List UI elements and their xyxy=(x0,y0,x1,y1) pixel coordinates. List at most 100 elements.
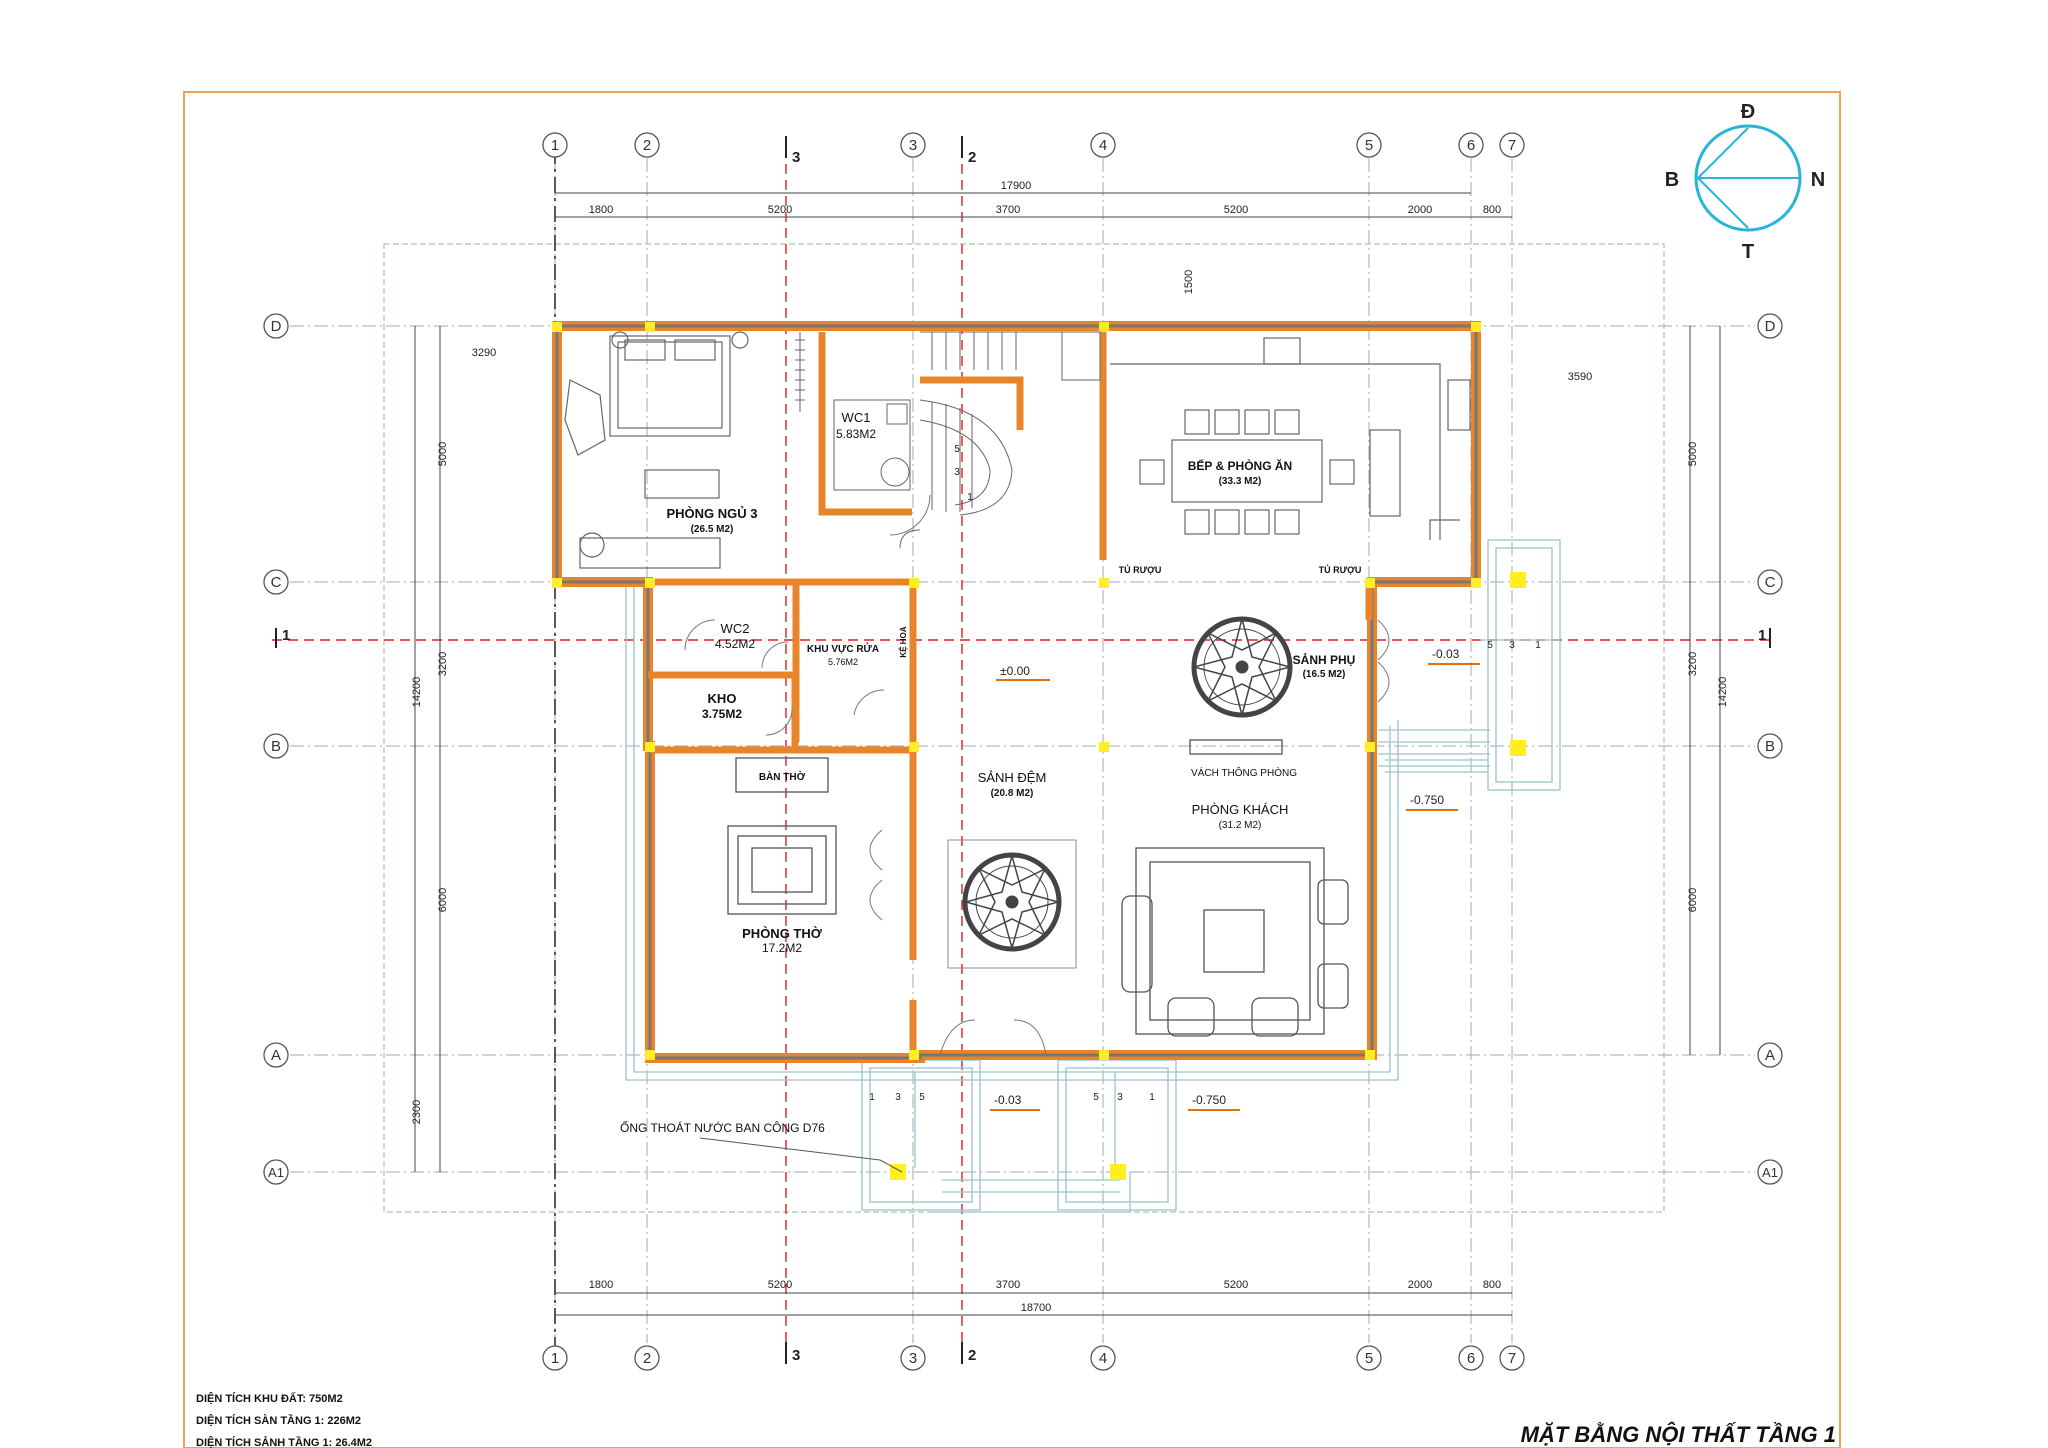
label-storage: KHO xyxy=(708,691,737,706)
section-markers: 3 2 3 2 1 1 xyxy=(275,136,1771,1364)
area-worship: 17.2M2 xyxy=(762,941,802,955)
dim-left-3: 6000 xyxy=(437,888,449,912)
compass-left: B xyxy=(1665,169,1679,191)
grid-bubbles xyxy=(263,132,1783,1371)
compass-bottom: T xyxy=(1742,241,1754,263)
label-vent-wall: VÁCH THÔNG PHÒNG xyxy=(1191,766,1297,779)
grid-col-7-top: 7 xyxy=(1508,137,1516,154)
label-flower-shelf: KỆ HOA xyxy=(899,626,908,657)
grid-row-c-left: C xyxy=(271,574,282,591)
compass-top: Đ xyxy=(1741,101,1755,123)
area-kitchen: (33.3 M2) xyxy=(1219,476,1262,487)
grid-col-5-bottom: 5 xyxy=(1365,1350,1373,1367)
grid-col-7-bottom: 7 xyxy=(1508,1350,1516,1367)
area-lobby: (20.8 M2) xyxy=(991,788,1034,799)
dim-left-total: 14200 xyxy=(411,677,423,708)
stair-main-3: 3 xyxy=(954,467,960,478)
dim-top-6: 800 xyxy=(1483,204,1501,216)
label-wc1: WC1 xyxy=(842,410,871,425)
dining-furniture xyxy=(1110,337,1471,540)
dim-top-1: 1800 xyxy=(589,204,613,216)
grid-row-a1-left: A1 xyxy=(268,1165,284,1180)
dim-bottom-2: 5200 xyxy=(768,1279,792,1291)
grid-labels: 1 2 3 4 5 6 7 1 2 3 4 5 6 7 D C B A A1 D… xyxy=(268,137,1778,1367)
stair-numbers: 5 3 1 5 3 1 1 3 5 5 3 1 xyxy=(869,444,1541,1103)
dim-bottom-5: 2000 xyxy=(1408,1279,1432,1291)
drain-note: ỐNG THOÁT NƯỚC BAN CÔNG D76 xyxy=(620,1120,825,1135)
label-wash: KHU VỰC RỬA xyxy=(807,642,879,655)
label-wine-cabinet-1: TỦ RƯỢU xyxy=(1119,564,1162,575)
stair-and-wc1 xyxy=(795,331,1101,549)
dim-bottom-total: 18700 xyxy=(1021,1302,1052,1314)
dim-right-total: 14200 xyxy=(1717,677,1729,708)
drain-leader xyxy=(699,1137,903,1173)
grid-row-b-right: B xyxy=(1765,738,1775,755)
dimension-lines xyxy=(414,192,1721,1316)
side-lobby-rosette xyxy=(1191,616,1293,718)
dim-bottom-6: 800 xyxy=(1483,1279,1501,1291)
living-furniture xyxy=(1121,739,1349,1037)
grid-row-a1-right: A1 xyxy=(1762,1165,1778,1180)
label-worship: PHÒNG THỜ xyxy=(742,926,823,941)
level-markers: ±0.00 -0.03 -0.750 -0.03 -0.750 xyxy=(990,647,1480,1111)
column-markers xyxy=(552,322,1526,1180)
site-info: DIỆN TÍCH KHU ĐẤT: 750M2 DIỆN TÍCH SÀN T… xyxy=(196,1392,372,1448)
grid-col-5-top: 5 xyxy=(1365,137,1373,154)
section-mark-3-top: 3 xyxy=(792,149,800,166)
doors xyxy=(684,494,1390,1056)
dim-offset-left: 3290 xyxy=(472,347,496,359)
section-mark-2-top: 2 xyxy=(968,149,976,166)
grid-row-d-right: D xyxy=(1765,318,1776,335)
interior-walls xyxy=(648,332,1373,1055)
grid-col-3-bottom: 3 xyxy=(909,1350,917,1367)
label-lobby: SẢNH ĐỆM xyxy=(978,770,1047,785)
level-side-ground: -0.750 xyxy=(1410,793,1444,807)
drawing-frame xyxy=(183,91,1841,1448)
grid-row-a-right: A xyxy=(1765,1047,1775,1064)
grid-col-2-bottom: 2 xyxy=(643,1350,651,1367)
dim-bottom-1: 1800 xyxy=(589,1279,613,1291)
area-storage: 3.75M2 xyxy=(702,707,742,721)
grid-col-6-bottom: 6 xyxy=(1467,1350,1475,1367)
level-front-ground: -0.750 xyxy=(1192,1093,1226,1107)
worship-furniture xyxy=(727,757,837,915)
site-boundary xyxy=(383,243,1665,1213)
grid-row-a-left: A xyxy=(271,1047,281,1064)
stair-front-right-3: 3 xyxy=(1117,1092,1123,1103)
grid-col-1-bottom: 1 xyxy=(551,1350,559,1367)
grid-col-3-top: 3 xyxy=(909,137,917,154)
compass: Đ B N T xyxy=(1665,101,1825,263)
section-mark-1-left: 1 xyxy=(282,627,290,644)
dim-left-4: 2300 xyxy=(411,1100,423,1124)
grid-col-4-bottom: 4 xyxy=(1099,1350,1107,1367)
section-mark-2-bottom: 2 xyxy=(968,1347,976,1364)
dim-left-2: 3200 xyxy=(437,652,449,676)
grid-lines xyxy=(290,158,1755,1343)
stair-front-right-1: 1 xyxy=(1149,1092,1155,1103)
stair-front-left-3: 3 xyxy=(895,1092,901,1103)
stair-side-1: 1 xyxy=(1535,640,1541,651)
dim-offset-right: 3590 xyxy=(1568,371,1592,383)
level-side-step: -0.03 xyxy=(1432,647,1460,661)
area-side-lobby: (16.5 M2) xyxy=(1303,669,1346,680)
label-living: PHÒNG KHÁCH xyxy=(1192,802,1289,817)
area-wash: 5.76M2 xyxy=(828,657,858,667)
area-bedroom: (26.5 M2) xyxy=(691,524,734,535)
dim-right-3: 6000 xyxy=(1687,888,1699,912)
dim-top-4: 5200 xyxy=(1224,204,1248,216)
stair-front-left-5: 5 xyxy=(919,1092,925,1103)
dim-top-total: 17900 xyxy=(1001,180,1032,192)
dimension-labels: 17900 1800 5200 3700 5200 2000 800 1800 … xyxy=(411,180,1729,1314)
dim-top-2: 5200 xyxy=(768,204,792,216)
grid-col-6-top: 6 xyxy=(1467,137,1475,154)
lobby-area: DIỆN TÍCH SẢNH TẦNG 1: 26.4M2 xyxy=(196,1436,372,1448)
area-wc1: 5.83M2 xyxy=(836,427,876,441)
dim-bottom-4: 5200 xyxy=(1224,1279,1248,1291)
drawing-title: MẶT BẰNG NỘI THẤT TẦNG 1 xyxy=(1521,1422,1836,1447)
compass-right: N xyxy=(1811,169,1825,191)
grid-col-4-top: 4 xyxy=(1099,137,1107,154)
label-altar: BÀN THỜ xyxy=(759,770,806,783)
area-wc2: 4.52M2 xyxy=(715,637,755,651)
label-kitchen: BẾP & PHÒNG ĂN xyxy=(1188,458,1292,473)
